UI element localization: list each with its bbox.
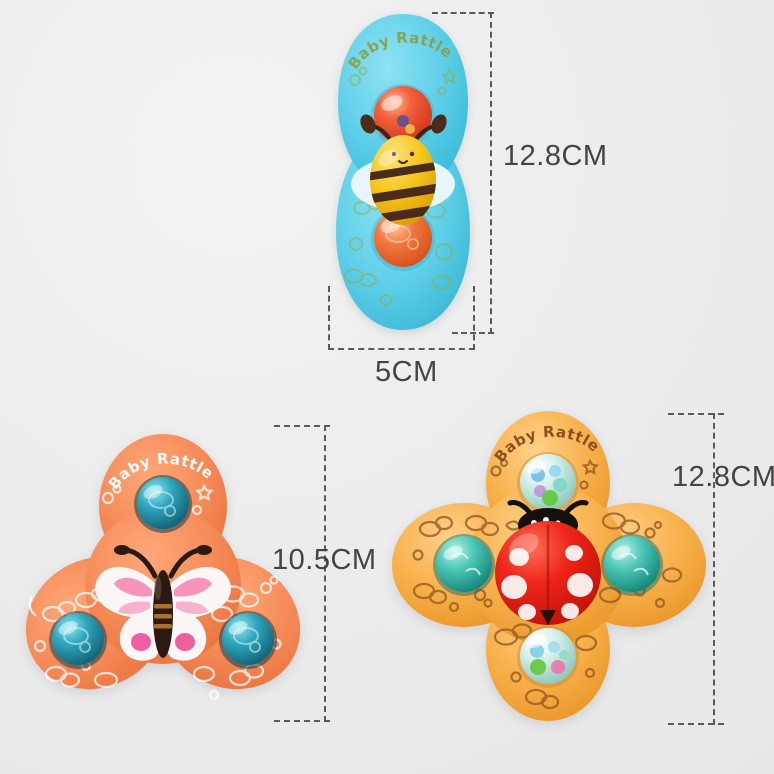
bee-top-gem — [371, 84, 435, 148]
bee-height-line — [490, 12, 492, 334]
ladybug-bottom-gem — [517, 626, 579, 688]
ladybug-height-line — [713, 413, 715, 725]
butterfly-top-gem — [134, 475, 192, 533]
butterfly-height-label: 10.5CM — [272, 544, 377, 576]
bee-bottom-gem — [371, 207, 435, 271]
butterfly-character — [95, 545, 231, 661]
ladybug-right-gem — [601, 534, 663, 596]
ladybug-character — [495, 500, 601, 625]
product-butterfly-spinner: Baby Rattle — [8, 418, 318, 728]
butterfly-bottom-right-gem — [219, 611, 277, 669]
product-bee-spinner: Baby Rattle — [318, 8, 488, 338]
ladybug-top-gem — [517, 452, 579, 514]
ladybug-height-label: 12.8CM — [672, 461, 774, 493]
ladybug-left-gem — [433, 534, 495, 596]
bee-character — [360, 114, 447, 225]
product-ladybug-spinner: Baby Rattle — [388, 405, 708, 725]
bee-height-label: 12.8CM — [503, 140, 608, 172]
bee-width-line — [328, 348, 475, 350]
butterfly-bottom-left-gem — [49, 611, 107, 669]
bee-spinner-top-pattern — [349, 66, 459, 96]
bee-width-label: 5CM — [375, 356, 438, 388]
ladybug-spinner-pattern — [412, 458, 683, 710]
